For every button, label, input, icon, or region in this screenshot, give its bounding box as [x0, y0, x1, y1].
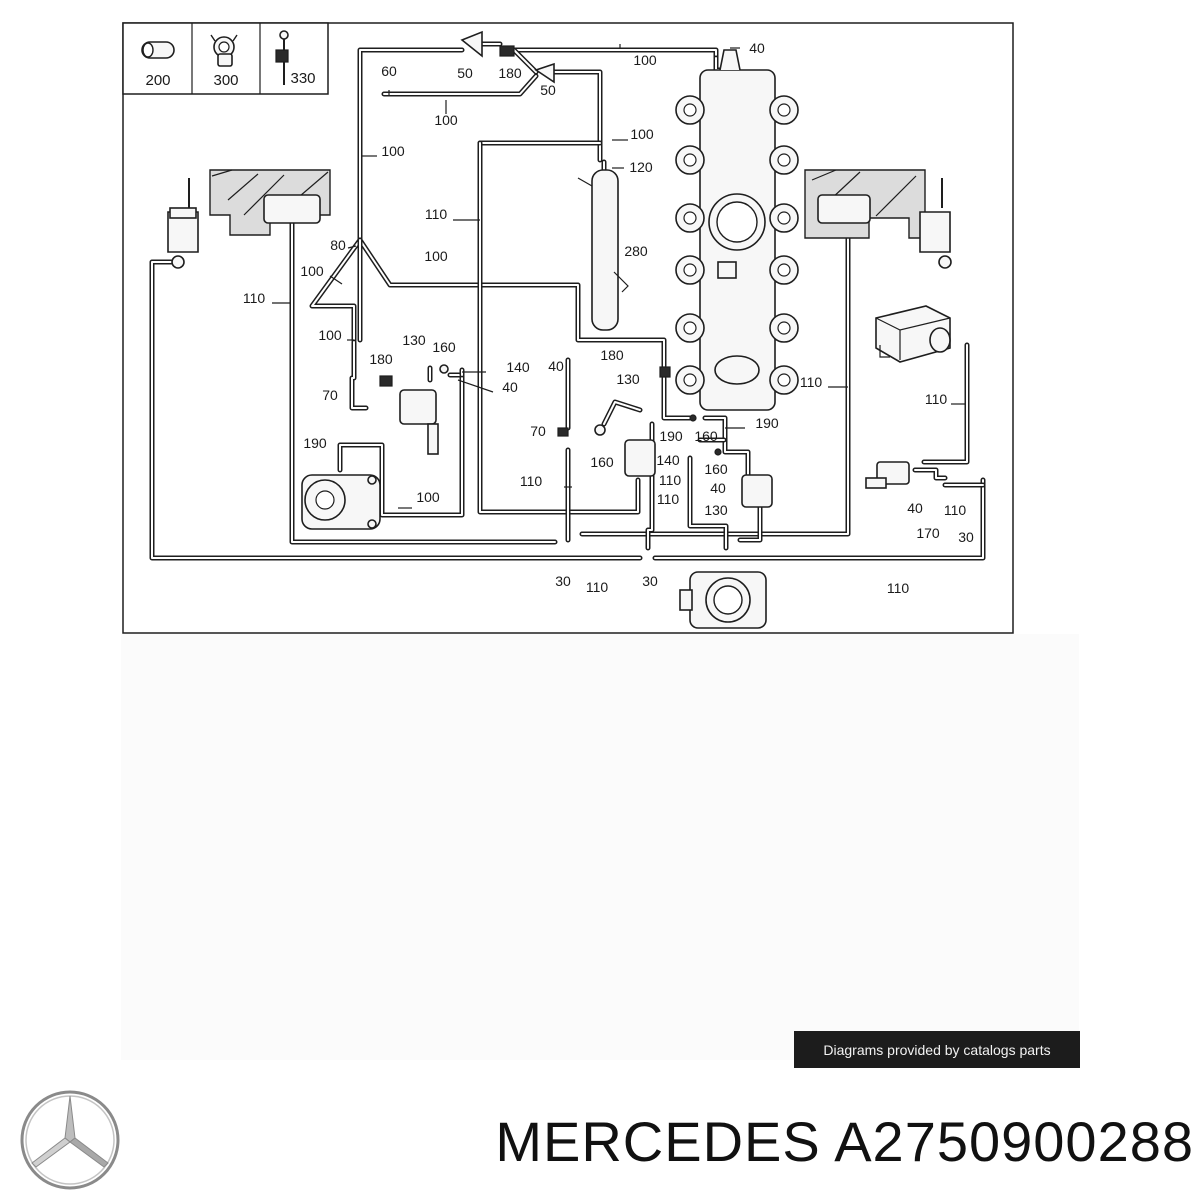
callout-number: 160	[694, 428, 718, 444]
callout-number: 70	[322, 387, 338, 403]
callout-number: 110	[800, 374, 823, 390]
intake-manifold	[675, 49, 799, 411]
vacuum-hoses	[149, 41, 986, 561]
callout-number: 100	[318, 327, 342, 343]
callout-number: 70	[530, 423, 546, 439]
brand-name: MERCEDES	[495, 1110, 821, 1173]
callout-number: 50	[540, 82, 556, 98]
callout-number: 100	[434, 112, 458, 128]
callout-number: 130	[402, 332, 426, 348]
three-pointed-star-icon	[20, 1090, 120, 1190]
credit-banner: Diagrams provided by catalogs parts	[794, 1031, 1080, 1068]
callout-number: 100	[633, 52, 657, 68]
callout-number: 100	[424, 248, 448, 264]
callout-number: 120	[629, 159, 653, 175]
callout-number: 30	[958, 529, 974, 545]
callout-number: 100	[630, 126, 654, 142]
legend-label: 200	[145, 72, 170, 89]
callout-number: 180	[498, 65, 522, 81]
callout-number: 110	[659, 472, 682, 488]
callout-number: 30	[642, 573, 658, 589]
callout-number: 160	[432, 339, 456, 355]
check-valves	[379, 30, 722, 456]
clamp-icon	[210, 34, 238, 67]
callout-number: 110	[243, 290, 266, 306]
callout-number: 110	[944, 502, 967, 518]
activated-charcoal-canister	[875, 305, 951, 363]
callout-number: 100	[300, 263, 324, 279]
callout-number: 60	[381, 63, 397, 79]
callout-number: 110	[425, 206, 448, 222]
hose-sleeve-icon	[141, 41, 175, 59]
callout-number: 40	[907, 500, 923, 516]
vacuum-line-diagram: 200 300 330	[122, 22, 1014, 634]
legend-box: 200 300 330	[122, 22, 329, 95]
legend-label: 300	[213, 72, 238, 89]
callout-number: 110	[925, 391, 948, 407]
engine-mount-left	[167, 169, 331, 269]
callout-number: 110	[520, 473, 543, 489]
pressure-converter-valves	[399, 389, 910, 508]
throttle-body	[679, 571, 767, 629]
vacuum-pump	[301, 474, 381, 530]
callout-number: 190	[659, 428, 683, 444]
callout-number: 40	[749, 40, 765, 56]
callout-number: 140	[656, 452, 680, 468]
legend-label: 330	[290, 70, 315, 87]
brand-part-number: MERCEDES A2750900288	[404, 1110, 1194, 1174]
callout-number: 130	[616, 371, 640, 387]
callout-number: 190	[755, 415, 779, 431]
callout-number: 110	[657, 491, 680, 507]
callout-number: 30	[555, 573, 571, 589]
callout-number: 280	[624, 243, 648, 259]
engine-mount-right	[804, 169, 952, 269]
callout-number: 80	[330, 237, 346, 253]
callout-number: 100	[381, 143, 405, 159]
callout-number: 40	[502, 379, 518, 395]
callout-number: 110	[586, 579, 609, 595]
callout-labels: 100 40 50 180 50 60 100 100 120 100 110 280 80 100 100…	[243, 40, 974, 596]
callout-number: 190	[303, 435, 327, 451]
callout-number: 170	[916, 525, 940, 541]
callout-number: 130	[704, 502, 728, 518]
callout-number: 110	[887, 580, 910, 596]
callout-number: 180	[600, 347, 624, 363]
blank-area	[121, 634, 1079, 1060]
callout-number: 160	[704, 461, 728, 477]
callout-number: 40	[710, 480, 726, 496]
callout-number: 160	[590, 454, 614, 470]
callout-number: 180	[369, 351, 393, 367]
vacuum-reservoir	[577, 169, 629, 331]
callout-number: 100	[416, 489, 440, 505]
cable-tie-icon	[275, 30, 289, 85]
part-number: A2750900288	[834, 1110, 1194, 1173]
callout-number: 50	[457, 65, 473, 81]
callout-number: 140	[506, 359, 530, 375]
callout-number: 40	[548, 358, 564, 374]
